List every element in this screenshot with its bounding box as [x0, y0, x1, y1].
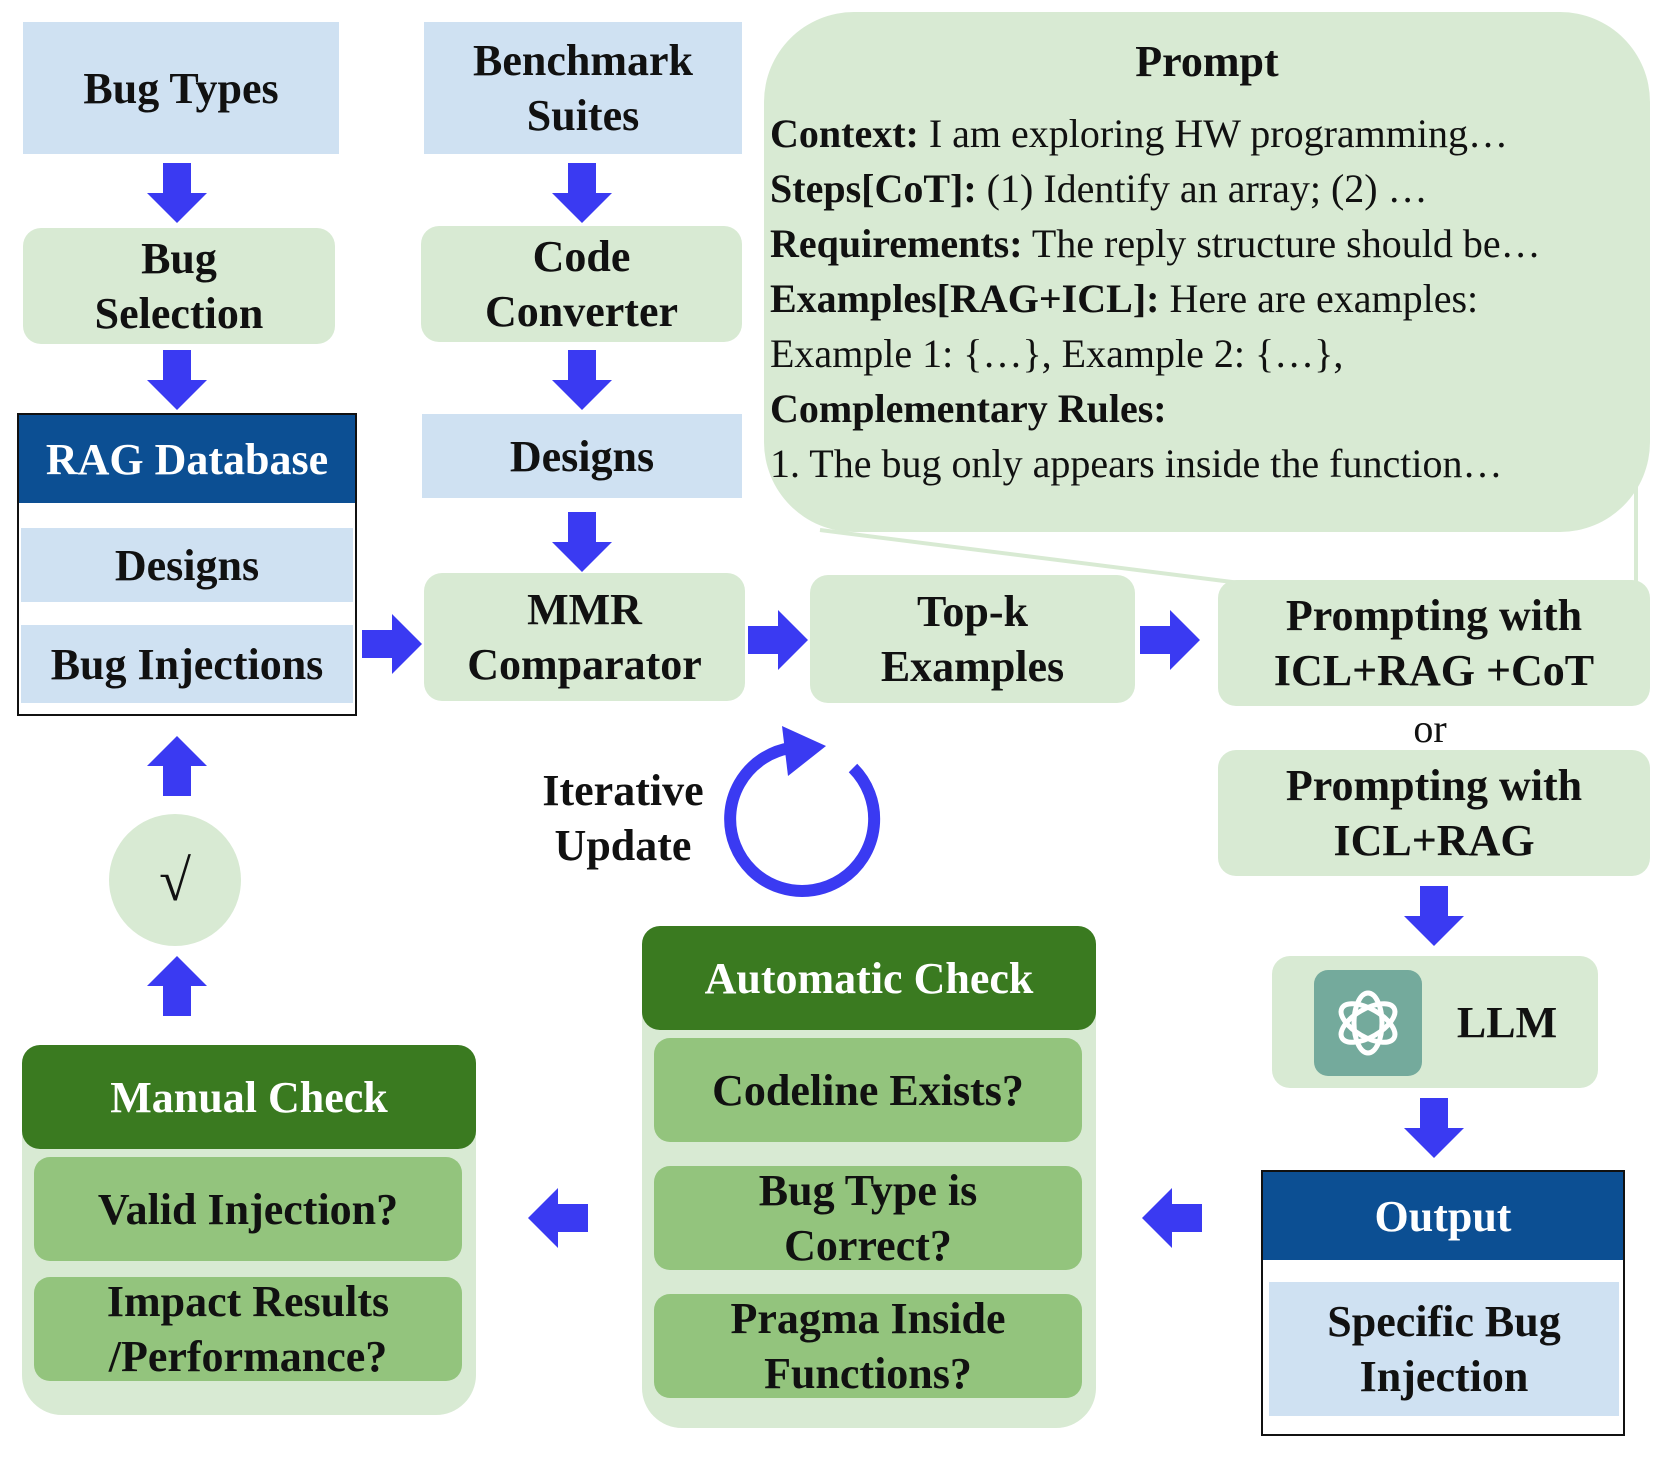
output-panel: Output Specific Bug Injection [1261, 1170, 1625, 1436]
top-k-examples-box: Top-k Examples [810, 575, 1135, 703]
mmr-line1: MMR [527, 585, 642, 634]
arrow-down-code-converter [552, 350, 612, 410]
rag-database-title: RAG Database [19, 415, 355, 503]
bug-selection-line2: Selection [94, 289, 264, 338]
arrow-down-bug-selection [147, 350, 207, 410]
check-mark-icon: √ [159, 847, 191, 913]
prompting-cot-line2: ICL+RAG +CoT [1273, 646, 1595, 695]
code-converter-line1: Code [532, 232, 631, 281]
check-codeline-exists: Codeline Exists? [654, 1038, 1082, 1142]
mmr-comparator-box: MMR Comparator [424, 573, 745, 701]
arrow-down-llm [1404, 1098, 1464, 1158]
manual-check-panel: Manual Check Valid Injection? Impact Res… [22, 1045, 476, 1415]
benchmark-suites-line2: Suites [526, 91, 640, 140]
refresh-cycle-icon [724, 726, 881, 897]
check-impact-line1: Impact Results [106, 1277, 390, 1326]
prompting-cot-box: Prompting with ICL+RAG +CoT [1218, 580, 1650, 706]
bug-types-label: Bug Types [83, 63, 279, 113]
check-pragma-inside: Pragma Inside Functions? [654, 1294, 1082, 1398]
arrow-down-designs [552, 512, 612, 572]
arrow-right-rag-to-mmr [362, 614, 422, 674]
prompt-line-rule-1: 1. The bug only appears inside the funct… [770, 441, 1503, 486]
rag-bug-injections-item: Bug Injections [21, 625, 353, 703]
arrow-up-manual-to-check [147, 956, 207, 1016]
approved-check-circle: √ [109, 814, 241, 946]
check-codeline-label: Codeline Exists? [712, 1065, 1024, 1115]
prompt-line-context: Context: I am exploring HW programming… [770, 111, 1508, 156]
arrow-down-prompting [1404, 886, 1464, 946]
callout-line-left [819, 528, 1241, 585]
designs-label: Designs [509, 431, 655, 481]
iterative-line1: Iterative [542, 766, 704, 815]
arrow-left-auto-to-manual [528, 1188, 588, 1248]
output-title: Output [1263, 1172, 1623, 1260]
prompting-rag-line2: ICL+RAG [1333, 816, 1535, 865]
output-item-line2: Injection [1359, 1352, 1529, 1401]
check-impact-results: Impact Results /Performance? [34, 1277, 462, 1381]
check-impact-line2: /Performance? [108, 1332, 388, 1381]
arrow-right-topk-to-prompting [1140, 610, 1200, 670]
prompt-line-requirements: Requirements: The reply structure should… [770, 221, 1541, 266]
top-k-line2: Examples [880, 642, 1065, 691]
check-valid-injection: Valid Injection? [34, 1157, 462, 1261]
check-pragma-line2: Functions? [764, 1349, 972, 1398]
arrow-left-output-to-auto [1142, 1188, 1202, 1248]
prompt-line-complementary: Complementary Rules: [770, 386, 1167, 431]
arrow-down-bug-types [147, 163, 207, 223]
benchmark-suites-line1: Benchmark [473, 36, 693, 85]
mmr-line2: Comparator [467, 640, 702, 689]
code-converter-box: Code Converter [421, 226, 742, 342]
check-bug-type-correct: Bug Type is Correct? [654, 1166, 1082, 1270]
check-bug-type-line2: Correct? [784, 1221, 952, 1270]
arrow-down-benchmark [552, 163, 612, 223]
check-bug-type-line1: Bug Type is [758, 1166, 978, 1215]
prompt-title: Prompt [1135, 37, 1279, 86]
top-k-line1: Top-k [917, 587, 1028, 636]
llm-box: LLM [1272, 956, 1598, 1088]
bug-selection-box: Bug Selection [23, 228, 335, 344]
arrow-right-mmr-to-topk [748, 610, 808, 670]
prompting-cot-line1: Prompting with [1285, 591, 1583, 640]
iterative-update-label: Iterative Update [528, 760, 718, 876]
prompt-line-examples: Examples[RAG+ICL]: Here are examples: [770, 276, 1479, 321]
llm-label: LLM [1456, 997, 1558, 1047]
prompting-rag-box: Prompting with ICL+RAG [1218, 750, 1650, 876]
rag-database-panel: RAG Database Designs Bug Injections [17, 413, 357, 716]
prompt-bubble: Prompt Context: I am exploring HW progra… [764, 12, 1650, 532]
automatic-check-panel: Automatic Check Codeline Exists? Bug Typ… [642, 926, 1096, 1428]
iterative-line2: Update [554, 821, 692, 870]
designs-box: Designs [422, 414, 742, 498]
check-valid-injection-label: Valid Injection? [97, 1184, 399, 1234]
automatic-check-title: Automatic Check [642, 926, 1096, 1030]
output-item-line1: Specific Bug [1327, 1297, 1561, 1346]
prompt-line-example-list: Example 1: {…}, Example 2: {…}, [770, 331, 1344, 376]
openai-logo-icon [1314, 970, 1422, 1076]
check-pragma-line1: Pragma Inside [730, 1294, 1006, 1343]
rag-designs-item: Designs [21, 528, 353, 602]
bug-types-box: Bug Types [23, 22, 339, 154]
bug-selection-line1: Bug [141, 234, 217, 283]
prompt-body: Context: I am exploring HW programming… … [770, 106, 1650, 491]
prompting-rag-line1: Prompting with [1285, 761, 1583, 810]
manual-check-title: Manual Check [22, 1045, 476, 1149]
arrow-up-check-to-rag [147, 736, 207, 796]
prompt-line-steps: Steps[CoT]: (1) Identify an array; (2) … [770, 166, 1428, 211]
or-label: or [1413, 705, 1447, 751]
code-converter-line2: Converter [484, 287, 678, 336]
output-item: Specific Bug Injection [1269, 1282, 1619, 1416]
benchmark-suites-box: Benchmark Suites [424, 22, 742, 154]
